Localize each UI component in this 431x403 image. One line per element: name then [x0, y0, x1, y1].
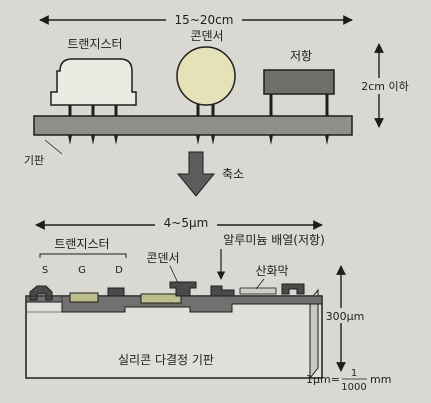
bottom-oxide-annotation: 산화막 — [255, 264, 289, 290]
unit-suffix: mm — [370, 373, 391, 386]
top-substrate-label: 기판 — [24, 154, 44, 167]
top-substrate-board: 기판 — [24, 115, 353, 167]
top-capacitor-label: 콘덴서 — [190, 29, 223, 43]
top-height-label: 2cm 이하 — [361, 79, 409, 93]
bottom-transistor-annotation: 트랜지스터 S G D — [39, 237, 127, 276]
terminal-s-label: S — [42, 265, 48, 276]
unit-conversion-note: 1μm= 1 1000 mm — [306, 368, 391, 393]
top-height-dimension: 2cm 이하 — [355, 43, 415, 128]
bottom-substrate-label: 실리콘 다결정 기판 — [118, 353, 214, 367]
bottom-oxide-label: 산화막 — [255, 264, 288, 278]
top-transistor: 트랜지스터 — [50, 37, 137, 121]
top-width-dimension: 15~20cm — [39, 10, 353, 28]
bottom-capacitor-annotation: 콘덴서 — [146, 251, 180, 284]
top-transistor-label: 트랜지스터 — [67, 37, 122, 51]
unit-denominator: 1000 — [341, 382, 366, 393]
bottom-width-label: 4~5μm — [164, 216, 209, 230]
terminal-g-label: G — [78, 265, 86, 276]
shrink-arrow: 축소 — [176, 151, 244, 197]
unit-lhs: 1μm= — [306, 373, 340, 386]
top-capacitor: 콘덴서 — [176, 29, 236, 121]
shrink-label: 축소 — [222, 167, 244, 181]
top-width-label: 15~20cm — [175, 13, 234, 27]
bottom-resistor-label: 알루미늄 배열(저항) — [223, 233, 325, 247]
bottom-width-dimension: 4~5μm — [35, 214, 323, 231]
terminal-d-label: D — [115, 265, 123, 276]
top-resistor: 저항 — [263, 49, 335, 121]
bottom-height-label: 300μm — [326, 310, 365, 323]
bottom-transistor-label: 트랜지스터 — [54, 237, 109, 251]
top-resistor-label: 저항 — [290, 49, 312, 63]
bottom-capacitor-label: 콘덴서 — [146, 251, 179, 265]
ic-layers — [25, 281, 323, 313]
bottom-resistor-annotation: 알루미늄 배열(저항) — [216, 233, 325, 280]
bottom-height-dimension: 300μm — [324, 265, 365, 372]
unit-numerator: 1 — [351, 368, 357, 379]
